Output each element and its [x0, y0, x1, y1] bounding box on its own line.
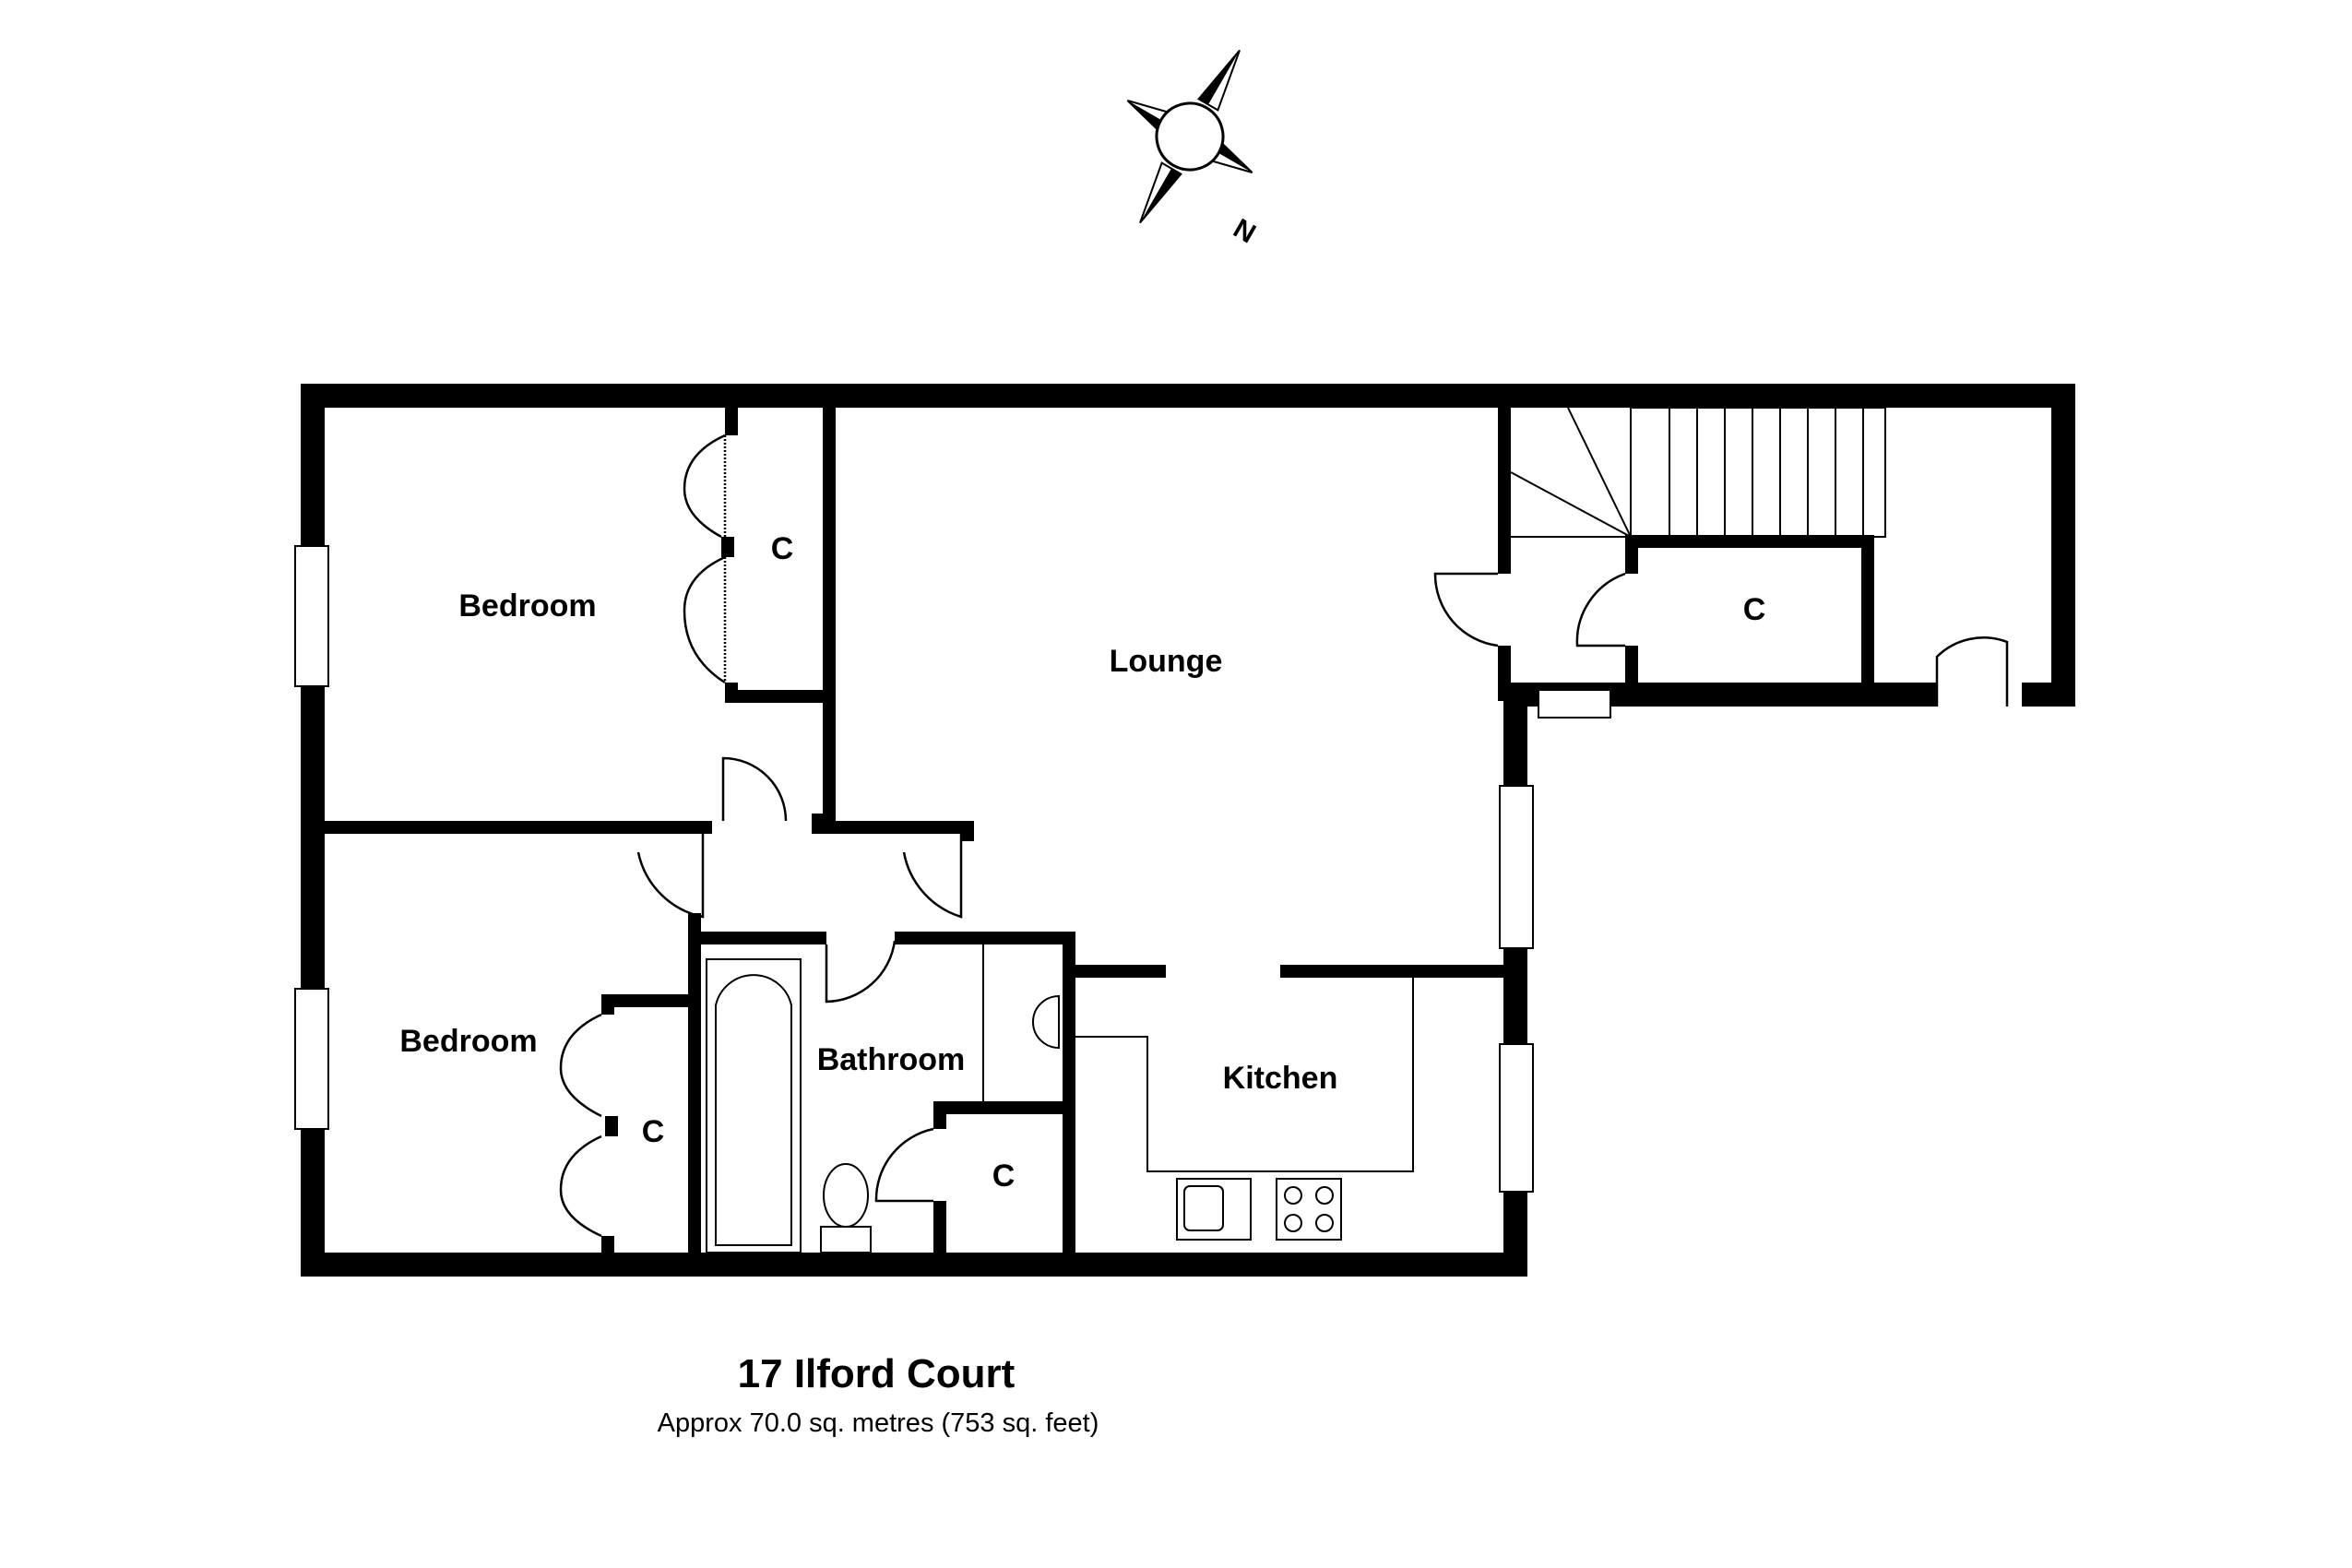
- staircase: [1510, 407, 1886, 538]
- toilet: [820, 1226, 872, 1253]
- room-label-bedroom: Bedroom: [458, 588, 596, 624]
- room-label-bathroom: Bathroom: [817, 1042, 966, 1077]
- windows: [294, 545, 1611, 1193]
- compass-icon: [1126, 49, 1253, 224]
- window: [294, 988, 329, 1130]
- doors: [559, 434, 2009, 1238]
- window: [294, 545, 329, 687]
- property-area: Approx 70.0 sq. metres (753 sq. feet): [658, 1408, 1099, 1438]
- washbasin: [1032, 994, 1060, 1050]
- room-label-lounge: Lounge: [1110, 644, 1223, 679]
- window: [1499, 785, 1534, 949]
- room-label-cupboard: C: [992, 1158, 1016, 1194]
- kitchen-fixtures: [1075, 978, 1414, 1241]
- room-label-cupboard: C: [642, 1114, 665, 1149]
- room-label-bedroom: Bedroom: [399, 1024, 537, 1059]
- property-title: 17 Ilford Court: [738, 1351, 1016, 1396]
- room-label-kitchen: Kitchen: [1223, 1061, 1338, 1096]
- room-label-cupboard: C: [771, 531, 794, 566]
- bathroom-fixtures: [706, 944, 1060, 1253]
- interior-walls: [325, 408, 1874, 1264]
- room-label-cupboard: C: [1743, 592, 1766, 627]
- compass-north-label: N: [1229, 213, 1261, 249]
- bath: [706, 958, 802, 1253]
- hob: [1276, 1178, 1342, 1241]
- sink: [1176, 1178, 1252, 1241]
- window: [1538, 689, 1611, 719]
- window: [1499, 1043, 1534, 1193]
